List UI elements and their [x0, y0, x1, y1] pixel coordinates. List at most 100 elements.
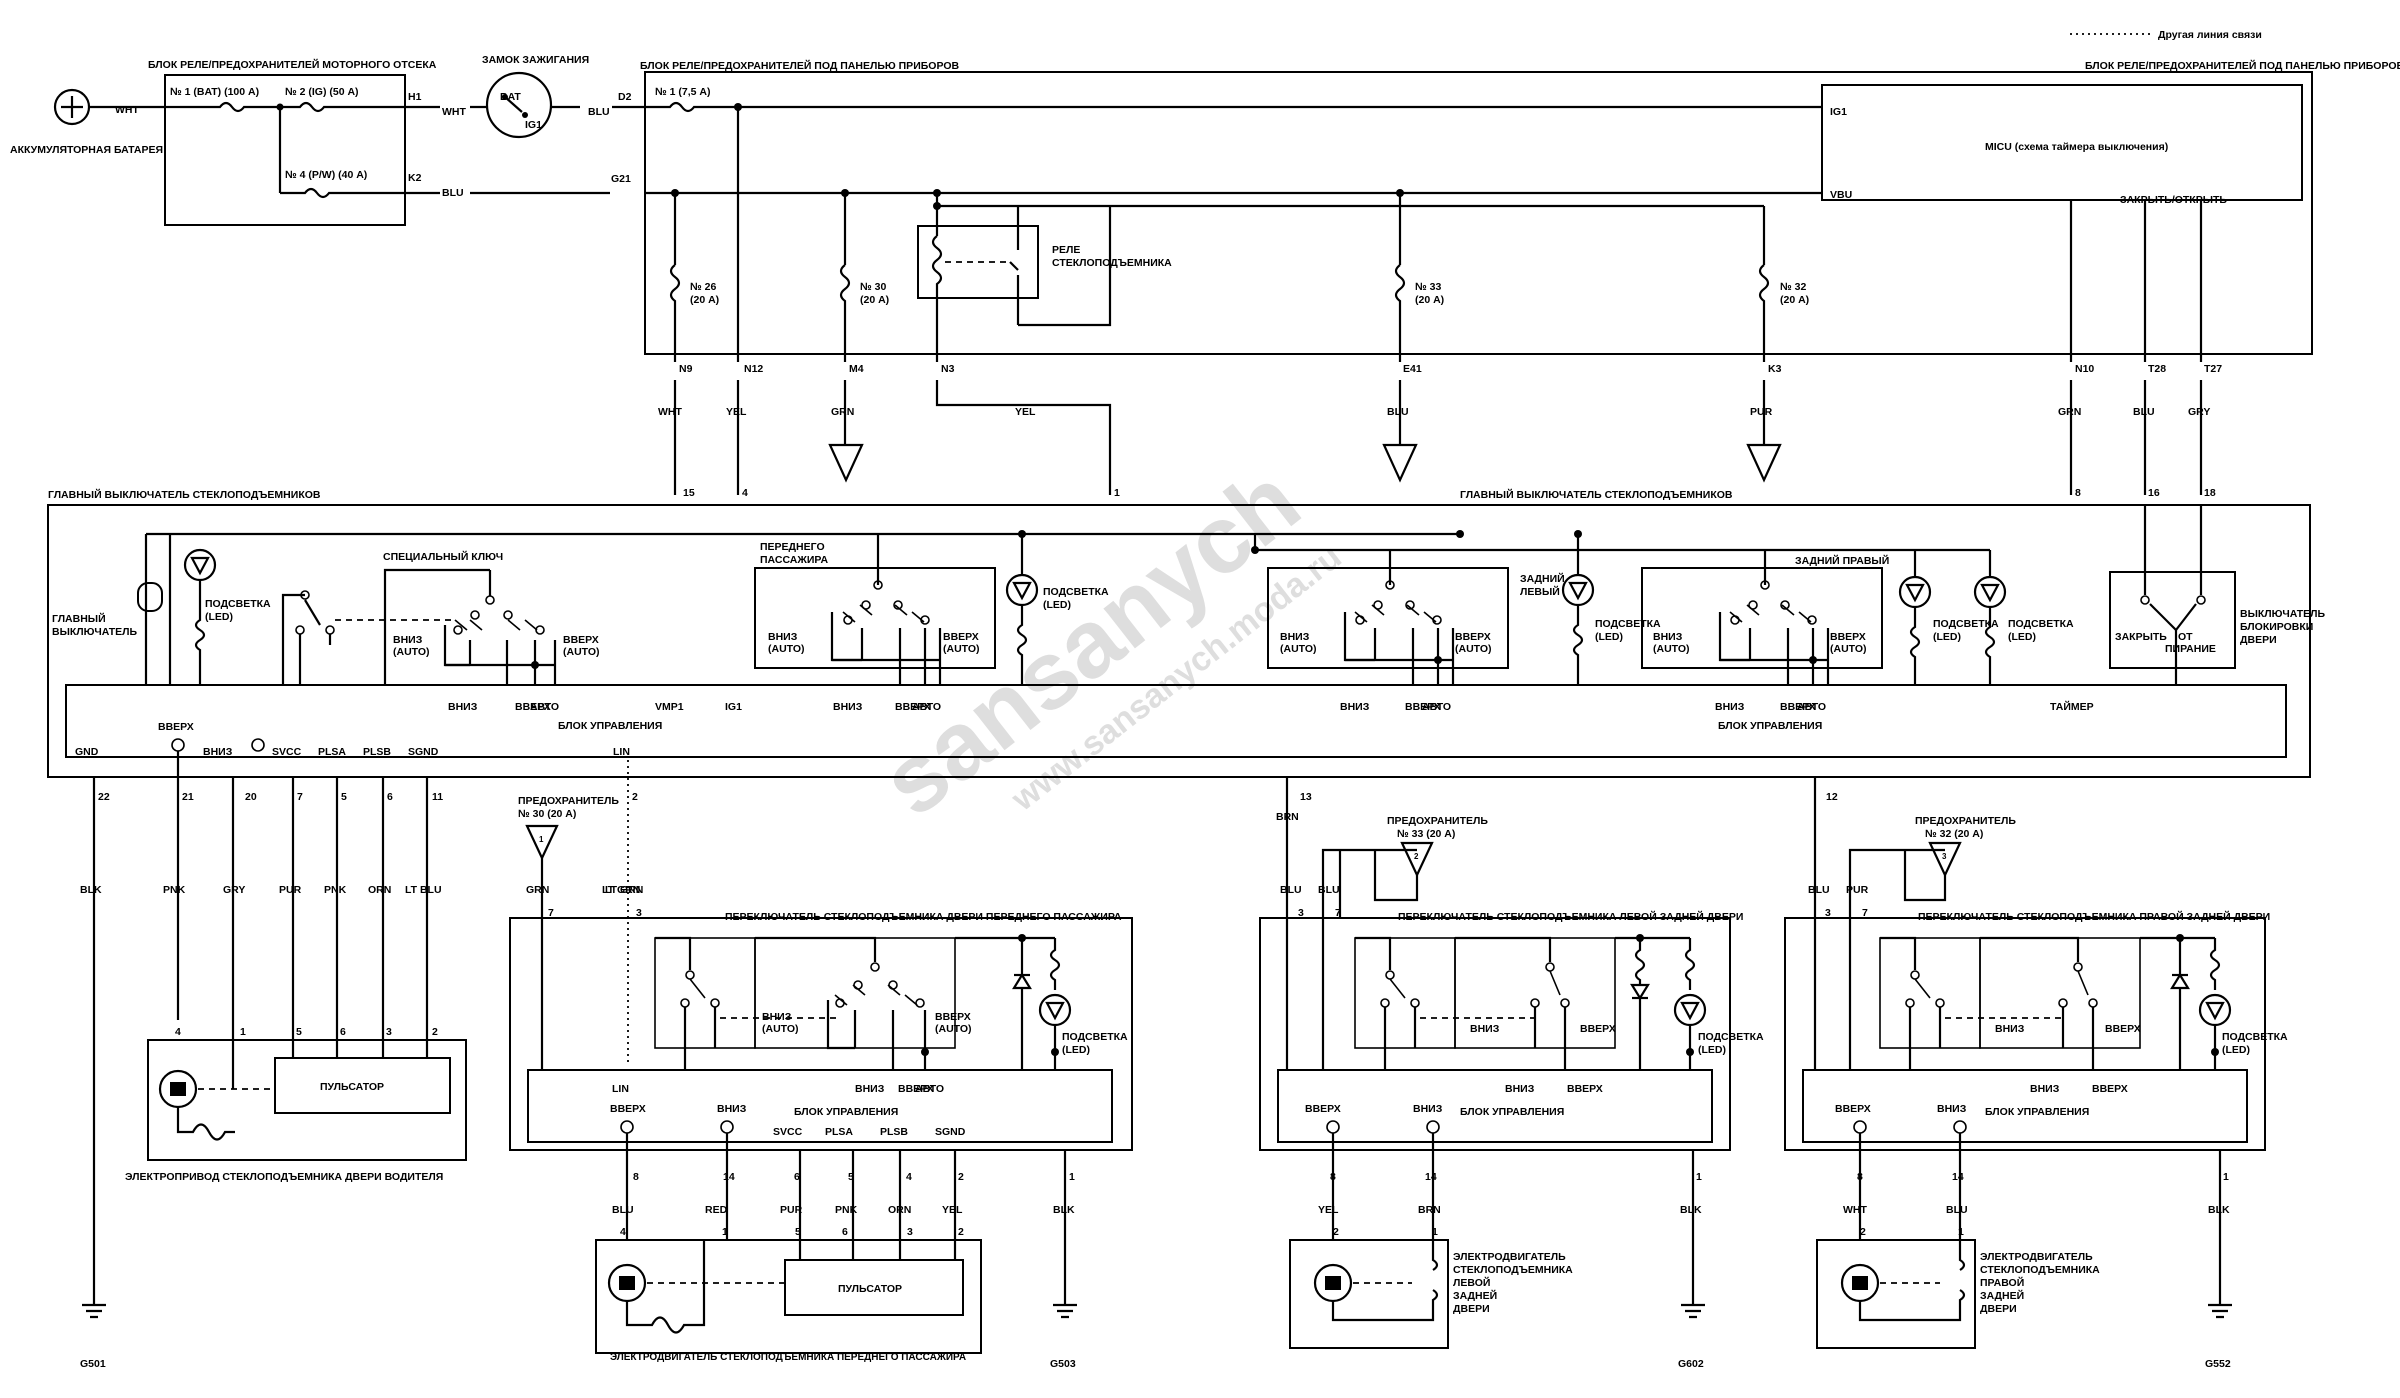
svg-text:M4: M4	[849, 363, 864, 375]
svg-text:5: 5	[296, 1026, 302, 1038]
svg-text:ГЛАВНЫЙ: ГЛАВНЫЙ	[52, 612, 106, 625]
main-switch-bottom-wiring: 22 BLK 21 PNK 20 GRY 7 PUR 5 PNK 6 ORN 1…	[80, 751, 1838, 1305]
svg-text:SGND: SGND	[935, 1126, 966, 1138]
svg-text:15: 15	[683, 487, 695, 499]
svg-text:ВВЕРХ: ВВЕРХ	[563, 634, 599, 646]
svg-text:5: 5	[795, 1226, 801, 1238]
svg-text:ПИРАНИЕ: ПИРАНИЕ	[2165, 643, 2216, 655]
svg-text:ДВЕРИ: ДВЕРИ	[1453, 1303, 1490, 1315]
svg-text:GRN: GRN	[526, 884, 549, 896]
svg-text:BLU: BLU	[1280, 884, 1302, 896]
svg-text:ВНИЗ: ВНИЗ	[1470, 1023, 1500, 1035]
svg-text:1: 1	[1958, 1226, 1964, 1238]
svg-text:12: 12	[1826, 791, 1838, 803]
svg-text:ПРЕДОХРАНИТЕЛЬ: ПРЕДОХРАНИТЕЛЬ	[1915, 815, 2016, 827]
svg-text:LT GRN: LT GRN	[605, 884, 643, 896]
svg-text:СТЕКЛОПОДЪЕМНИКА: СТЕКЛОПОДЪЕМНИКА	[1453, 1264, 1573, 1276]
svg-text:ЗАДНИЙ ПРАВЫЙ: ЗАДНИЙ ПРАВЫЙ	[1795, 554, 1889, 567]
svg-text:1: 1	[1432, 1226, 1438, 1238]
svg-text:PUR: PUR	[1750, 406, 1773, 418]
svg-text:3: 3	[907, 1226, 913, 1238]
svg-text:PNK: PNK	[324, 884, 347, 896]
svg-text:BLK: BLK	[2208, 1204, 2230, 1216]
svg-text:№ 33: № 33	[1415, 281, 1441, 293]
svg-text:G21: G21	[611, 173, 631, 185]
svg-text:ПРЕДОХРАНИТЕЛЬ: ПРЕДОХРАНИТЕЛЬ	[1387, 815, 1488, 827]
svg-text:G552: G552	[2205, 1358, 2231, 1370]
svg-text:АВТО: АВТО	[1422, 701, 1451, 713]
svg-text:4: 4	[620, 1226, 626, 1238]
svg-text:ЭЛЕКТРОДВИГАТЕЛЬ СТЕКЛОПОДЪЕМН: ЭЛЕКТРОДВИГАТЕЛЬ СТЕКЛОПОДЪЕМНИКА ПЕРЕДН…	[610, 1352, 966, 1363]
svg-text:(AUTO): (AUTO)	[935, 1023, 972, 1035]
svg-text:7: 7	[1862, 907, 1868, 919]
svg-text:ВЫКЛЮЧАТЕЛЬ: ВЫКЛЮЧАТЕЛЬ	[52, 626, 138, 638]
svg-text:ПОДСВЕТКА: ПОДСВЕТКА	[205, 598, 271, 610]
svg-text:8: 8	[2075, 487, 2081, 499]
svg-text:ДВЕРИ: ДВЕРИ	[2240, 634, 2277, 646]
svg-text:ЗАДНИЙ: ЗАДНИЙ	[1520, 572, 1565, 585]
fuse-reference-32: ПРЕДОХРАНИТЕЛЬ № 32 (20 А) 3 BLU PUR 3 7	[1808, 815, 2016, 919]
battery: АККУМУЛЯТОРНАЯ БАТАРЕЯ WHT	[10, 88, 165, 156]
svg-text:ПОДСВЕТКА: ПОДСВЕТКА	[1933, 618, 1999, 630]
svg-text:PLSB: PLSB	[880, 1126, 908, 1138]
svg-text:1: 1	[2223, 1171, 2229, 1183]
svg-text:GRN: GRN	[2058, 406, 2081, 418]
svg-text:№ 2 (IG) (50 А): № 2 (IG) (50 А)	[285, 86, 359, 98]
svg-text:LIN: LIN	[612, 1083, 629, 1095]
svg-text:ВВЕРХ: ВВЕРХ	[158, 721, 194, 733]
svg-text:N3: N3	[941, 363, 955, 375]
rear-right-motor: 2 1 ЭЛЕКТРОДВИГАТЕЛЬ СТЕКЛОПОДЪЕМНИКА ПР…	[1816, 1226, 2100, 1349]
svg-text:6: 6	[842, 1226, 848, 1238]
ground-g602: G602	[1678, 1303, 1705, 1370]
svg-text:PUR: PUR	[780, 1204, 803, 1216]
svg-text:ВВЕРХ: ВВЕРХ	[1305, 1103, 1341, 1115]
svg-text:14: 14	[1425, 1171, 1437, 1183]
svg-text:СТЕКЛОПОДЪЕМНИКА: СТЕКЛОПОДЪЕМНИКА	[1052, 257, 1172, 269]
ground-g552: G552	[2205, 1303, 2232, 1370]
svg-text:G503: G503	[1050, 1358, 1076, 1370]
svg-text:№ 33 (20 А): № 33 (20 А)	[1397, 828, 1455, 840]
svg-text:(AUTO): (AUTO)	[1455, 643, 1492, 655]
ground-g503: G503	[1050, 1303, 1077, 1370]
svg-text:ПУЛЬСАТОР: ПУЛЬСАТОР	[320, 1081, 384, 1093]
svg-text:ГЛАВНЫЙ ВЫКЛЮЧАТЕЛЬ СТЕКЛОПОДЪ: ГЛАВНЫЙ ВЫКЛЮЧАТЕЛЬ СТЕКЛОПОДЪЕМНИКОВ	[48, 488, 321, 501]
svg-text:ПРАВОЙ: ПРАВОЙ	[1980, 1276, 2024, 1289]
svg-text:T27: T27	[2204, 363, 2222, 375]
svg-text:LT BLU: LT BLU	[405, 884, 442, 896]
svg-text:PNK: PNK	[163, 884, 186, 896]
svg-text:ВВЕРХ: ВВЕРХ	[1780, 701, 1816, 713]
svg-text:(AUTO): (AUTO)	[762, 1023, 799, 1035]
svg-text:(20 А): (20 А)	[690, 294, 719, 306]
svg-text:(LED): (LED)	[1595, 631, 1623, 643]
svg-text:СТЕКЛОПОДЪЕМНИКА: СТЕКЛОПОДЪЕМНИКА	[1980, 1264, 2100, 1276]
svg-text:4: 4	[906, 1171, 912, 1183]
svg-text:N10: N10	[2075, 363, 2094, 375]
svg-text:1: 1	[1114, 487, 1120, 499]
svg-text:БЛОК УПРАВЛЕНИЯ: БЛОК УПРАВЛЕНИЯ	[1460, 1106, 1564, 1118]
svg-text:1: 1	[240, 1026, 246, 1038]
front-passenger-motor: ПУЛЬСАТОР 4 1 5 6 3 2 ЭЛЕКТРОДВИГАТЕЛЬ С…	[595, 1226, 982, 1363]
svg-text:(AUTO): (AUTO)	[1280, 643, 1317, 655]
svg-text:ВВЕРХ: ВВЕРХ	[2092, 1083, 2128, 1095]
svg-text:№ 1 (7,5 А): № 1 (7,5 А)	[655, 86, 710, 98]
svg-text:ВВЕРХ: ВВЕРХ	[1830, 631, 1866, 643]
svg-text:(LED): (LED)	[1698, 1044, 1726, 1056]
svg-text:BLK: BLK	[1680, 1204, 1702, 1216]
svg-text:ПУЛЬСАТОР: ПУЛЬСАТОР	[838, 1283, 902, 1295]
fuse-reference-33: ПРЕДОХРАНИТЕЛЬ № 33 (20 А) 2 BLU BLU 3 7	[1280, 815, 1488, 919]
svg-text:№ 1 (BAT) (100 А): № 1 (BAT) (100 А)	[170, 86, 259, 98]
svg-text:ВНИЗ: ВНИЗ	[2030, 1083, 2060, 1095]
svg-text:3: 3	[1298, 907, 1304, 919]
svg-text:BLU: BLU	[442, 187, 464, 199]
svg-text:2: 2	[1333, 1226, 1339, 1238]
svg-text:IG1: IG1	[1830, 106, 1847, 118]
svg-text:7: 7	[1335, 907, 1341, 919]
svg-text:GND: GND	[75, 746, 99, 758]
svg-text:№ 30 (20 А): № 30 (20 А)	[518, 808, 576, 820]
svg-text:GRY: GRY	[2188, 406, 2210, 418]
svg-text:14: 14	[723, 1171, 735, 1183]
rear-right-switch: ПЕРЕКЛЮЧАТЕЛЬ СТЕКЛОПОДЪЕМНИКА ПРАВОЙ ЗА…	[1784, 910, 2288, 1305]
svg-text:PLSB: PLSB	[363, 746, 391, 758]
dash-fuse-box: БЛОК РЕЛЕ/ПРЕДОХРАНИТЕЛЕЙ ПОД ПАНЕЛЬЮ ПР…	[611, 59, 2400, 362]
